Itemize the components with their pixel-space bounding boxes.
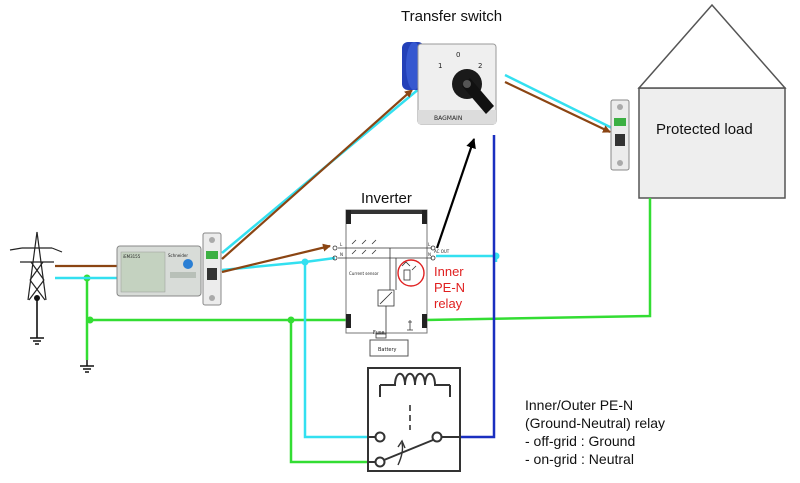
outer-relay-caption: Inner/Outer PE-N (Ground-Neutral) relay … — [525, 397, 665, 467]
switch-position-2: 2 — [478, 62, 482, 70]
battery-label: Battery — [378, 347, 397, 353]
inner-relay-line-1: Inner — [434, 264, 464, 279]
transfer-switch-label: Transfer switch — [401, 8, 502, 25]
fuse-icon — [375, 333, 387, 339]
fuse-label: Fuse — [373, 330, 384, 336]
neutral-junction-dot — [301, 258, 309, 266]
power-pylon-icon — [9, 231, 63, 301]
inverter-box: L N L N AC OUT Current sensor Fuse Batte… — [332, 209, 450, 357]
control-arrow — [435, 138, 476, 249]
protected-load-house: Protected load — [637, 3, 787, 199]
switch-position-1: 1 — [438, 62, 442, 70]
switch-handle — [462, 78, 494, 114]
relay-coil-icon — [380, 372, 450, 386]
outer-relay-caption-line-2: (Ground-Neutral) relay — [525, 415, 665, 431]
meter-model-label: iEM3155 — [123, 254, 141, 259]
load-circuit-breaker — [610, 99, 630, 171]
pylon-ground-dot — [34, 295, 40, 301]
earth-ground-icon — [80, 360, 94, 373]
inverter-terminal-l-in: L — [340, 242, 343, 247]
current-sensor-label: Current sensor — [349, 271, 379, 276]
ground-junction-dot — [287, 316, 295, 324]
grid-circuit-breaker — [202, 232, 222, 306]
inverter-ground-icon — [407, 320, 413, 331]
inner-relay-line-3: relay — [434, 296, 463, 311]
battery-box — [369, 339, 409, 357]
inverter-terminal-n-in: N — [340, 252, 343, 257]
transfer-switch: BAGMAIN 1 0 2 — [402, 42, 497, 125]
inner-relay-highlight — [397, 259, 425, 287]
outer-relay-caption-line-1: Inner/Outer PE-N — [525, 397, 633, 413]
outer-pe-n-relay — [367, 367, 461, 472]
outer-relay-caption-line-4: - on-grid : Neutral — [525, 451, 634, 467]
meter-dial-icon — [183, 259, 193, 269]
outer-relay-caption-line-3: - off-grid : Ground — [525, 433, 635, 449]
ground-junction-dot — [86, 316, 94, 324]
inner-relay-line-2: PE-N — [434, 280, 465, 295]
switch-brand-label: BAGMAIN — [434, 115, 462, 122]
protected-load-label: Protected load — [656, 121, 753, 138]
relay-contact-arm — [383, 439, 434, 461]
meter-brand-label: Schneider — [168, 253, 188, 258]
inverter-terminal-l-out: L — [428, 242, 431, 247]
switch-position-0: 0 — [456, 51, 460, 59]
phase-wires — [55, 81, 611, 274]
meter-display — [170, 272, 196, 278]
pylon-earth-icon — [30, 337, 44, 345]
switch-to-relay-wire — [460, 135, 496, 439]
inverter-label: Inverter — [361, 190, 412, 207]
inverter-terminal-n-out: N — [428, 252, 431, 257]
inverter-ac-out-label: AC OUT — [434, 249, 450, 254]
energy-meter: iEM3155 Schneider — [116, 245, 202, 297]
